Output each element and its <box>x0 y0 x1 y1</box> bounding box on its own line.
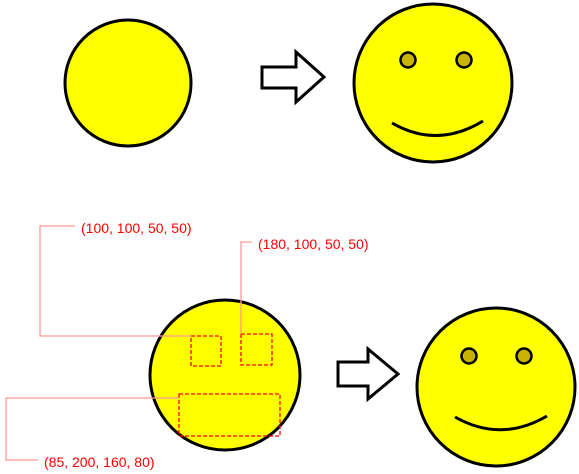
left-eye <box>399 51 417 69</box>
right-eye <box>455 51 473 69</box>
region-mouth-box <box>178 393 281 437</box>
left-eye <box>460 347 478 365</box>
block-arrow-right-icon <box>336 345 401 403</box>
region-label-2: (180, 100, 50, 50) <box>258 236 369 252</box>
mouth <box>454 414 548 432</box>
blank-face-bottom <box>148 298 302 452</box>
region-right-eye-box <box>240 333 273 366</box>
block-arrow-right-icon <box>260 48 327 106</box>
smiley-face-bottom <box>415 306 577 468</box>
leader-line-3 <box>5 397 179 461</box>
right-eye <box>515 347 533 365</box>
blank-face-top <box>63 18 193 148</box>
region-label-3: (85, 200, 160, 80) <box>44 454 155 470</box>
region-left-eye-box <box>190 335 222 367</box>
mouth <box>391 119 484 137</box>
leader-line-1 <box>39 225 191 337</box>
leader-line-2 <box>240 241 252 334</box>
region-label-1: (100, 100, 50, 50) <box>81 220 192 236</box>
smiley-face-top <box>352 2 514 164</box>
